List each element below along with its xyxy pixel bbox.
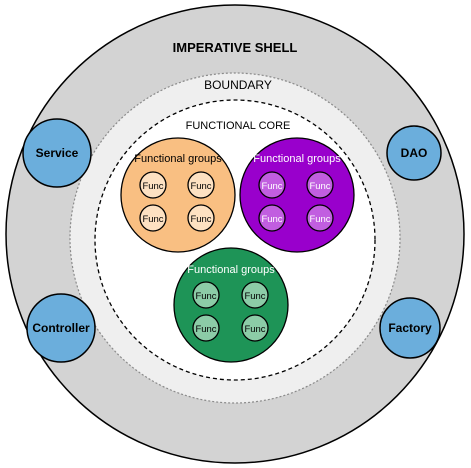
func-node: Func [139,204,167,232]
functional-group-label: Functional groups [187,264,275,276]
func-node: Func [241,314,269,342]
func-node: Func [258,204,286,232]
func-node: Func [187,204,215,232]
controller-component: Controller [26,293,96,363]
functional-group-label: Functional groups [134,153,222,165]
func-label: Func [261,181,282,192]
functional-core-title: FUNCTIONAL CORE [186,120,291,132]
func-node: Func [241,281,269,309]
factory-component: Factory [379,297,441,359]
func-label: Func [309,181,330,192]
service-label: Service [36,146,79,160]
dao-component: DAO [386,125,442,181]
functional-group-green: Functional groups Func Func Func Func [173,247,289,363]
func-label: Func [309,214,330,225]
func-label: Func [142,181,163,192]
boundary-title: BOUNDARY [204,78,272,92]
service-component: Service [22,118,92,188]
func-label: Func [195,324,216,335]
functional-group-purple: Functional groups Func Func Func Func [239,137,355,253]
func-node: Func [306,171,334,199]
func-label: Func [244,324,265,335]
func-node: Func [187,171,215,199]
func-label: Func [190,214,211,225]
func-node: Func [192,281,220,309]
func-node: Func [192,314,220,342]
func-node: Func [139,171,167,199]
functional-group-label: Functional groups [253,153,341,165]
functional-group-orange: Functional groups Func Func Func Func [120,137,236,253]
func-label: Func [244,291,265,302]
func-label: Func [195,291,216,302]
func-node: Func [258,171,286,199]
func-label: Func [142,214,163,225]
controller-label: Controller [32,321,90,335]
func-label: Func [261,214,282,225]
factory-label: Factory [388,321,432,335]
func-label: Func [190,181,211,192]
func-node: Func [306,204,334,232]
imperative-shell-title: IMPERATIVE SHELL [173,40,298,55]
dao-label: DAO [401,146,428,160]
